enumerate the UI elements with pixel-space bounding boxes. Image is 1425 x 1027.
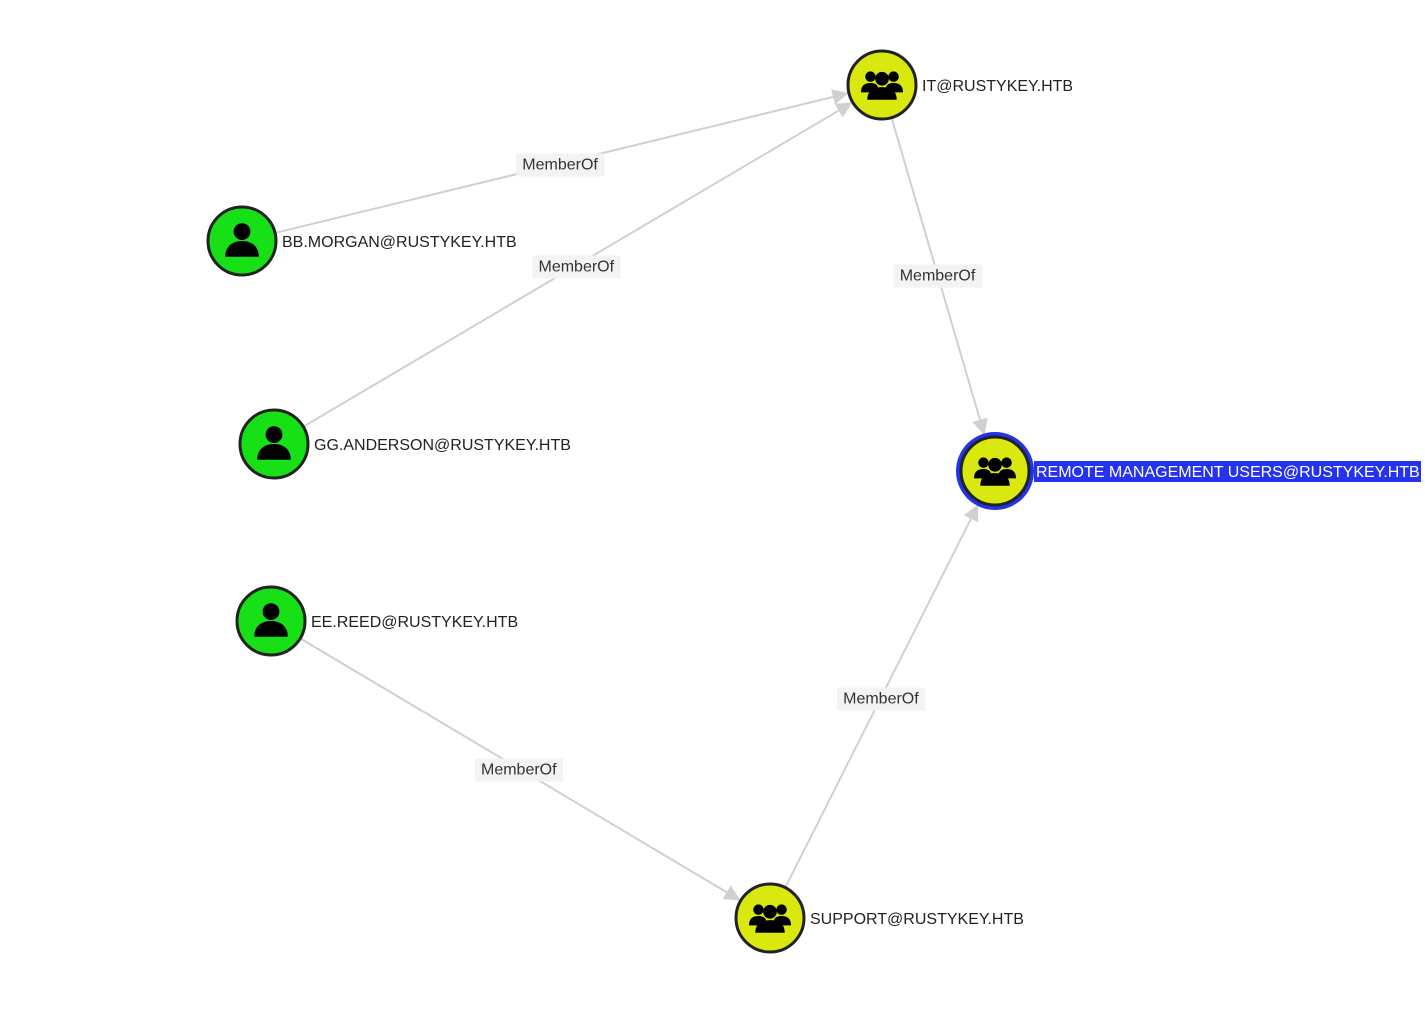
node-label: IT@RUSTYKEY.HTB xyxy=(922,78,1073,95)
edge-label: MemberOf xyxy=(843,691,919,708)
node-bbmorgan[interactable]: BB.MORGAN@RUSTYKEY.HTB xyxy=(206,205,517,277)
node-label: BB.MORGAN@RUSTYKEY.HTB xyxy=(282,234,517,251)
node-label: GG.ANDERSON@RUSTYKEY.HTB xyxy=(314,437,571,454)
nodes-layer: IT@RUSTYKEY.HTB BB.MORGAN@RUSTYKEY.HTB GG.… xyxy=(206,49,1421,954)
node-gganderson[interactable]: GG.ANDERSON@RUSTYKEY.HTB xyxy=(238,408,571,480)
edge-label: MemberOf xyxy=(481,761,557,778)
edge-label: MemberOf xyxy=(522,156,598,173)
node-label: SUPPORT@RUSTYKEY.HTB xyxy=(810,911,1024,928)
edge-it-remote[interactable]: MemberOf xyxy=(890,115,988,436)
selected-label-background xyxy=(1034,461,1421,482)
edge-label: MemberOf xyxy=(538,259,614,276)
edge-label-background xyxy=(474,758,564,782)
edge-label-background xyxy=(532,255,621,279)
edge-label-background xyxy=(837,687,926,711)
node-support[interactable]: SUPPORT@RUSTYKEY.HTB xyxy=(734,882,1024,954)
node-circle xyxy=(238,408,310,480)
node-label: REMOTE MANAGEMENT USERS@RUSTYKEY.HTB xyxy=(1036,464,1420,481)
node-eereed[interactable]: EE.REED@RUSTYKEY.HTB xyxy=(235,585,518,657)
node-it[interactable]: IT@RUSTYKEY.HTB xyxy=(846,49,1073,121)
edge-label-background xyxy=(893,264,982,288)
edge-eereed-support[interactable]: MemberOf xyxy=(297,636,741,901)
edge-bbmorgan-it[interactable]: MemberOf xyxy=(272,89,849,235)
node-remote[interactable]: REMOTE MANAGEMENT USERS@RUSTYKEY.HTB xyxy=(956,432,1421,510)
node-circle xyxy=(235,585,307,657)
edge-gganderson-it[interactable]: MemberOf xyxy=(301,102,853,429)
edge-label: MemberOf xyxy=(900,268,976,285)
node-label: EE.REED@RUSTYKEY.HTB xyxy=(311,614,518,631)
node-circle xyxy=(206,205,278,277)
edge-support-remote[interactable]: MemberOf xyxy=(783,504,979,890)
edge-label-background xyxy=(516,153,605,177)
